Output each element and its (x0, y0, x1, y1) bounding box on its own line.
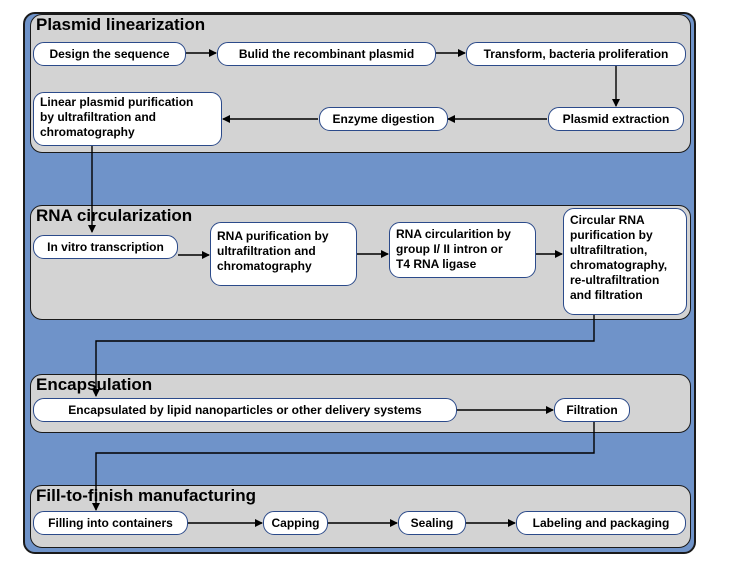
node-filtration: Filtration (554, 398, 630, 422)
line: ultrafiltration, (570, 243, 648, 257)
arrow-filtration-to-filling (92, 422, 595, 511)
node-rna-circularization: RNA circularition by group I/ II intron … (389, 222, 536, 278)
node-in-vitro-transcription: In vitro transcription (33, 235, 178, 259)
node-transform: Transform, bacteria proliferation (466, 42, 686, 66)
line: T4 RNA ligase (396, 257, 477, 271)
title-rna-circularization: RNA circularization (36, 206, 193, 225)
line: chromatography, (570, 258, 668, 272)
line: purification by (570, 228, 653, 242)
arrow-circpurify-to-encap (92, 314, 595, 397)
line: and filtration (570, 288, 643, 302)
line: ultrafiltration and (217, 244, 316, 258)
line: RNA purification by (217, 229, 329, 243)
title-fill-to-finish: Fill-to-finish manufacturing (36, 486, 257, 505)
line: re-ultrafiltration (570, 273, 660, 287)
node-encapsulated: Encapsulated by lipid nanoparticles or o… (33, 398, 457, 422)
line: RNA circularition by (396, 227, 511, 241)
node-enzyme-digestion: Enzyme digestion (319, 107, 448, 131)
line: group I/ II intron or (396, 242, 503, 256)
line: Linear plasmid purification (40, 95, 194, 109)
node-capping: Capping (263, 511, 328, 535)
node-sealing: Sealing (398, 511, 466, 535)
node-design-sequence: Design the sequence (33, 42, 186, 66)
node-circular-rna-purification: Circular RNA purification by ultrafiltra… (563, 208, 687, 315)
node-linear-plasmid-purification: Linear plasmid purification by ultrafilt… (33, 92, 222, 146)
title-plasmid-linearization: Plasmid linearization (36, 15, 206, 34)
node-filling-containers: Filling into containers (33, 511, 188, 535)
node-build-plasmid: Bulid the recombinant plasmid (217, 42, 436, 66)
line: chromatography (217, 259, 312, 273)
node-plasmid-extraction: Plasmid extraction (548, 107, 684, 131)
node-labeling-packaging: Labeling and packaging (516, 511, 686, 535)
node-rna-purification: RNA purification by ultrafiltration and … (210, 222, 357, 286)
line: chromatography (40, 125, 135, 139)
line: Circular RNA (570, 213, 645, 227)
title-encapsulation: Encapsulation (36, 375, 153, 394)
line: by ultrafiltration and (40, 110, 157, 124)
